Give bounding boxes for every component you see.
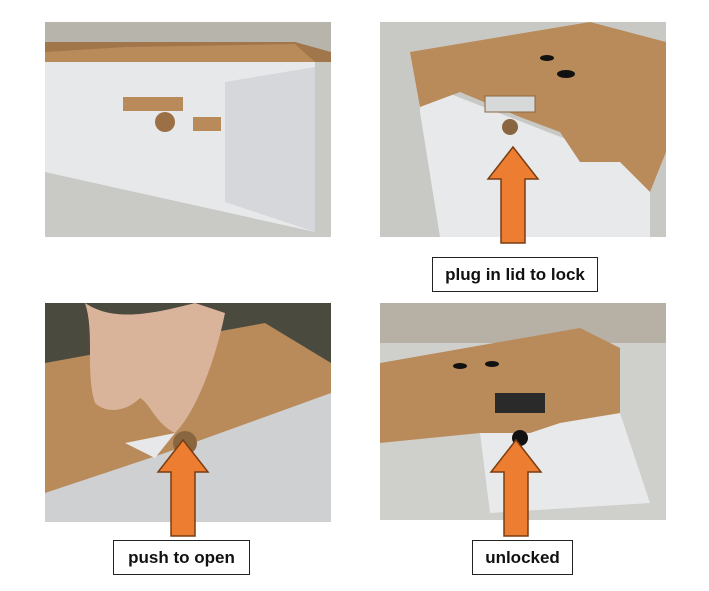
photo-push-to-open [45, 303, 331, 522]
arrow-up-icon [486, 145, 540, 244]
arrow-up-icon [156, 438, 210, 537]
label-plug-in-lid: plug in lid to lock [432, 257, 598, 292]
arrow-up-icon [489, 438, 543, 537]
label-push-to-open: push to open [113, 540, 250, 575]
label-unlocked: unlocked [472, 540, 573, 575]
photo-open-box [45, 22, 331, 237]
